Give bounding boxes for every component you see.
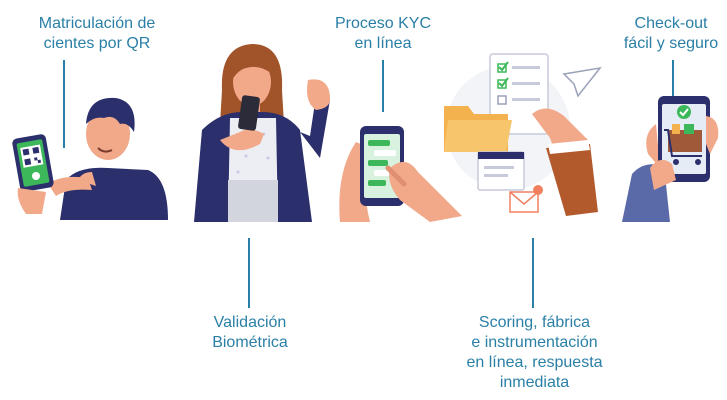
label-line: fácil y seguro bbox=[623, 35, 719, 52]
label-line: cientes por QR bbox=[43, 35, 151, 52]
label-line: Proceso KYC bbox=[334, 15, 432, 32]
connector-line bbox=[672, 60, 674, 100]
shopping-cart-icon bbox=[664, 124, 702, 165]
label-line: e instrumentación bbox=[471, 334, 598, 351]
connector-line bbox=[382, 60, 384, 112]
notification-badge bbox=[533, 185, 543, 195]
scoring-illustration bbox=[444, 53, 602, 216]
label-line: Check-out bbox=[634, 15, 708, 32]
step-checkout-label: Check-out fácil y seguro bbox=[616, 14, 726, 54]
biometric-illustration bbox=[194, 44, 330, 222]
envelope-icon bbox=[509, 191, 539, 213]
label-line: Matriculación de bbox=[38, 15, 156, 32]
paper-plane-icon bbox=[562, 66, 602, 98]
connector-line bbox=[63, 60, 65, 148]
folder-icon bbox=[444, 106, 512, 152]
step-biometric-label: Validación Biométrica bbox=[190, 313, 310, 353]
step-kyc-label: Proceso KYC en línea bbox=[318, 14, 448, 54]
step-qr-enrollment-label: Matriculación de cientes por QR bbox=[22, 14, 172, 54]
label-line: Biométrica bbox=[212, 334, 288, 351]
phone bbox=[238, 95, 260, 131]
kyc-illustration bbox=[339, 126, 462, 222]
step-scoring-label: Scoring, fábrica e instrumentación en lí… bbox=[452, 313, 617, 393]
connector-line bbox=[248, 238, 250, 308]
connector-line bbox=[532, 238, 534, 308]
label-line: Validación bbox=[213, 314, 287, 331]
check-icon bbox=[32, 172, 40, 180]
qr-enrollment-illustration bbox=[12, 97, 168, 220]
qr-code-icon bbox=[20, 144, 44, 168]
checkout-illustration bbox=[622, 96, 719, 222]
check-icon bbox=[677, 105, 691, 119]
label-line: inmediata bbox=[499, 374, 570, 391]
label-line: Scoring, fábrica bbox=[478, 314, 591, 331]
label-line: en línea, respuesta bbox=[466, 354, 603, 371]
label-line: en línea bbox=[354, 35, 412, 52]
